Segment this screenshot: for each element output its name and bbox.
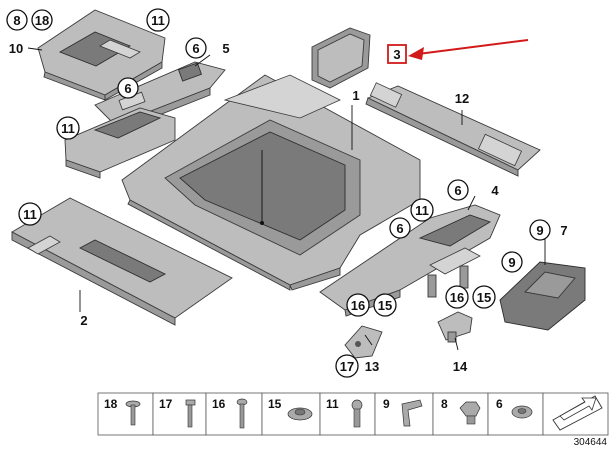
svg-text:15: 15 (378, 298, 392, 313)
callout-11a: 11 (146, 8, 170, 32)
stud-16-icon (236, 398, 248, 429)
callout-15b: 15 (472, 285, 496, 309)
callout-3: 3 (393, 47, 400, 62)
callout-16b: 16 (445, 285, 469, 309)
callout-4: 4 (491, 183, 499, 198)
part-1-storage-tray (121, 74, 421, 291)
legend-label-17: 17 (159, 397, 173, 411)
callout-10: 10 (9, 41, 23, 56)
part-left-holder (64, 107, 176, 179)
diagram-number: 304644 (574, 437, 608, 448)
svg-text:11: 11 (61, 121, 75, 136)
callout-1: 1 (352, 88, 359, 103)
svg-text:16: 16 (450, 290, 464, 305)
callout-13: 13 (365, 359, 379, 374)
bolt-17-icon (185, 399, 196, 428)
arrow-panel-icon (552, 395, 603, 431)
part-2-floor-panel (11, 197, 233, 326)
svg-text:2: 2 (80, 313, 87, 328)
svg-text:14: 14 (453, 359, 468, 374)
svg-text:6: 6 (454, 183, 461, 198)
svg-text:7: 7 (560, 223, 567, 238)
svg-text:3: 3 (393, 47, 400, 62)
svg-text:12: 12 (455, 91, 469, 106)
svg-text:13: 13 (365, 359, 379, 374)
callout-5: 5 (222, 41, 229, 56)
callout-7: 7 (560, 223, 567, 238)
callout-18: 18 (31, 9, 53, 31)
red-arrow (408, 39, 529, 60)
svg-text:9: 9 (536, 223, 543, 238)
svg-text:6: 6 (396, 221, 403, 236)
fastener-legend: 18 17 16 15 11 9 8 6 (97, 392, 609, 436)
svg-text:6: 6 (192, 41, 199, 56)
legend-label-6: 6 (496, 397, 503, 411)
callout-9b: 9 (501, 251, 523, 273)
callout-6c: 6 (447, 179, 469, 201)
part-3-pad (311, 27, 371, 89)
callout-6b: 6 (117, 77, 139, 99)
legend-label-15: 15 (268, 397, 282, 411)
legend-label-11: 11 (326, 397, 339, 411)
callout-15a: 15 (373, 293, 397, 317)
callout-11d: 11 (410, 198, 434, 222)
svg-text:9: 9 (508, 255, 515, 270)
callout-11c: 11 (18, 202, 42, 226)
callout-12: 12 (455, 91, 469, 106)
clip-9-icon (401, 399, 423, 427)
highlight-box-part-3 (387, 44, 407, 64)
legend-label-9: 9 (383, 397, 390, 411)
svg-text:11: 11 (151, 13, 165, 28)
svg-text:5: 5 (222, 41, 229, 56)
callout-2: 2 (80, 313, 87, 328)
svg-text:11: 11 (415, 203, 429, 218)
callout-17: 17 (335, 354, 359, 378)
legend-label-18: 18 (104, 397, 118, 411)
svg-text:4: 4 (491, 183, 499, 198)
leader-lines (27, 47, 546, 351)
svg-text:18: 18 (35, 13, 49, 28)
svg-text:1: 1 (352, 88, 359, 103)
callout-11b: 11 (56, 116, 80, 140)
svg-text:16: 16 (351, 298, 365, 313)
clip-11-icon (351, 399, 363, 428)
part-13-bracket (344, 325, 383, 359)
nut-6-icon (511, 405, 533, 419)
callout-6a: 6 (185, 37, 207, 59)
nut-15-icon (287, 407, 313, 421)
svg-text:8: 8 (13, 13, 20, 28)
legend-label-16: 16 (212, 397, 226, 411)
svg-text:6: 6 (124, 81, 131, 96)
svg-text:10: 10 (9, 41, 23, 56)
part-7-box (499, 261, 586, 331)
nut-8-icon (459, 401, 481, 425)
svg-text:15: 15 (477, 290, 491, 305)
callout-16a: 16 (346, 293, 370, 317)
callout-9a: 9 (529, 219, 551, 241)
svg-text:11: 11 (23, 207, 37, 222)
svg-text:17: 17 (340, 359, 354, 374)
screw-18-icon (125, 400, 141, 426)
callout-14: 14 (453, 359, 468, 374)
part-14-clip (437, 311, 473, 343)
legend-label-8: 8 (441, 397, 448, 411)
callout-6d: 6 (389, 217, 411, 239)
callout-8: 8 (6, 9, 28, 31)
part-12-strut (365, 82, 541, 177)
